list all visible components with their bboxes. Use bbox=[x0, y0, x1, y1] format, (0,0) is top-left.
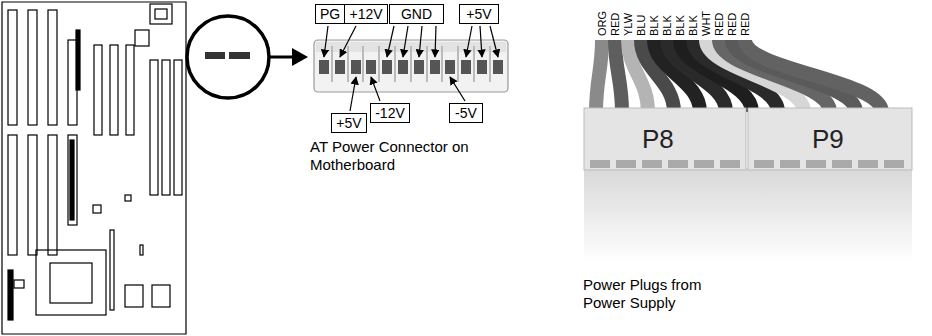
voltage-label-box: -5V bbox=[449, 103, 483, 123]
wire-color: RED bbox=[609, 13, 621, 36]
caption-text: AT Power Connector on Motherboard bbox=[310, 138, 470, 174]
pointer-arrow bbox=[270, 56, 292, 59]
voltage-name: -5V bbox=[455, 105, 477, 121]
pin-leaders bbox=[324, 26, 498, 111]
wire-color: ORG bbox=[596, 11, 608, 36]
wire-color: YLW bbox=[622, 13, 634, 36]
plug-name: P9 bbox=[812, 124, 844, 154]
voltage-name: +5V bbox=[466, 6, 491, 22]
plug-teeth bbox=[590, 160, 904, 168]
isa-slots bbox=[8, 10, 77, 255]
power-plug-photo bbox=[584, 40, 912, 263]
p8-housing bbox=[584, 108, 746, 170]
wire-color: BLK bbox=[674, 15, 686, 36]
wire-color: RED bbox=[726, 13, 738, 36]
wire-color: RED bbox=[713, 13, 725, 36]
wire-color: BLK bbox=[661, 15, 673, 36]
jumper-block bbox=[76, 30, 80, 90]
at-connector bbox=[314, 26, 508, 111]
wire-color: RED bbox=[739, 13, 751, 36]
keyboard-connector bbox=[150, 4, 172, 24]
wire-color: BLU bbox=[635, 15, 647, 36]
voltage-name: -12V bbox=[375, 105, 405, 121]
voltage-name: +5V bbox=[336, 115, 361, 131]
wire-color: BLK bbox=[687, 15, 699, 36]
plug-name: P8 bbox=[642, 124, 674, 154]
wire-color: WHT bbox=[700, 11, 712, 36]
voltage-label-box: +12V bbox=[344, 4, 388, 24]
simm-slots bbox=[150, 60, 182, 195]
caption-text: Power Plugs from Power Supply bbox=[583, 276, 733, 312]
ide-connector bbox=[110, 230, 114, 310]
plug-shadow bbox=[584, 168, 912, 263]
voltage-label-box: +5V bbox=[459, 4, 499, 24]
voltage-name: +12V bbox=[349, 6, 382, 22]
connector-icon bbox=[205, 52, 225, 59]
wire-color: BLK bbox=[648, 15, 660, 36]
pci-slots bbox=[94, 45, 134, 135]
pointer-arrow-head bbox=[292, 48, 308, 66]
voltage-label-box: GND bbox=[389, 4, 444, 24]
voltage-label-box: +5V bbox=[331, 113, 367, 133]
connector-icon bbox=[229, 52, 250, 59]
wires bbox=[596, 40, 882, 112]
p9-housing bbox=[748, 108, 912, 170]
voltage-label-box: PG bbox=[315, 4, 346, 24]
voltage-name: PG bbox=[320, 6, 340, 22]
chip bbox=[135, 30, 149, 46]
board-outline bbox=[2, 2, 186, 334]
voltage-name: GND bbox=[401, 6, 432, 22]
cpu-socket bbox=[36, 250, 106, 315]
highlight bbox=[187, 16, 308, 98]
highlight-circle bbox=[187, 16, 269, 98]
motherboard-drawing bbox=[2, 2, 186, 334]
connector-body bbox=[314, 40, 508, 92]
voltage-label-box: -12V bbox=[370, 103, 410, 123]
